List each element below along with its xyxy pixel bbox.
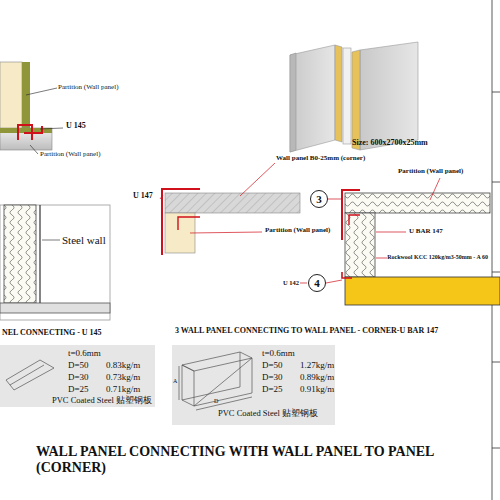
spec-text: 0.71kg/m <box>106 385 140 395</box>
spec-text: D=25 <box>68 385 89 395</box>
part-label: Partition (Wall panel) <box>265 227 330 235</box>
drawing-title: WALL PANEL CONNECTING WITH WALL PANEL TO… <box>36 444 456 476</box>
spec-text: PVC Coated Steel 贴塑钢板 <box>218 409 318 418</box>
part-label: Wall panel B0-25mm (corner) <box>276 155 365 163</box>
callout-number: 3 <box>316 194 322 205</box>
part-label: D <box>214 398 218 405</box>
spec-text: 0.83kg/m <box>106 361 140 371</box>
spec-text: 0.91kg/m <box>300 385 334 395</box>
spec-text: D=25 <box>262 385 283 395</box>
part-label: Partition (Wall panel) <box>58 84 118 92</box>
spec-text: D=50 <box>68 361 89 371</box>
part-label: NEL CONNECTING - U 145 <box>2 329 102 338</box>
spec-text: 0.73kg/m <box>106 373 140 383</box>
part-label: U 142 <box>283 279 299 286</box>
part-label: U 145 <box>66 122 86 131</box>
part-label: Partition (Wall panel) <box>398 168 463 176</box>
spec-text: D=30 <box>262 373 283 383</box>
part-label: U BAR 147 <box>409 228 443 236</box>
spec-text: t=0.6mm <box>262 349 295 359</box>
callout-number: 4 <box>314 278 320 289</box>
spec-text: D=30 <box>68 373 89 383</box>
part-label: Size: 600x2700x25mm <box>352 139 428 148</box>
part-label: Rockwool KCC 120kg/m3-50mm - A 60 <box>387 254 488 261</box>
callout-circle: 4 <box>308 274 326 292</box>
callout-circle: 3 <box>310 190 328 208</box>
spec-text: PVC Coated Steel 贴塑钢板 <box>52 396 152 405</box>
part-label: U 147 <box>133 192 153 201</box>
part-label: Steel wall <box>62 234 106 246</box>
part-label: 3 WALL PANEL CONNECTING TO WALL PANEL - … <box>175 327 438 336</box>
spec-text: 1.27kg/m <box>300 361 334 371</box>
spec-text: D=50 <box>262 361 283 371</box>
part-label: Partition (Wall panel) <box>40 151 100 159</box>
spec-text: t=0.6mm <box>68 349 101 359</box>
spec-text: 0.89kg/m <box>300 373 334 383</box>
part-label: A <box>173 378 177 385</box>
